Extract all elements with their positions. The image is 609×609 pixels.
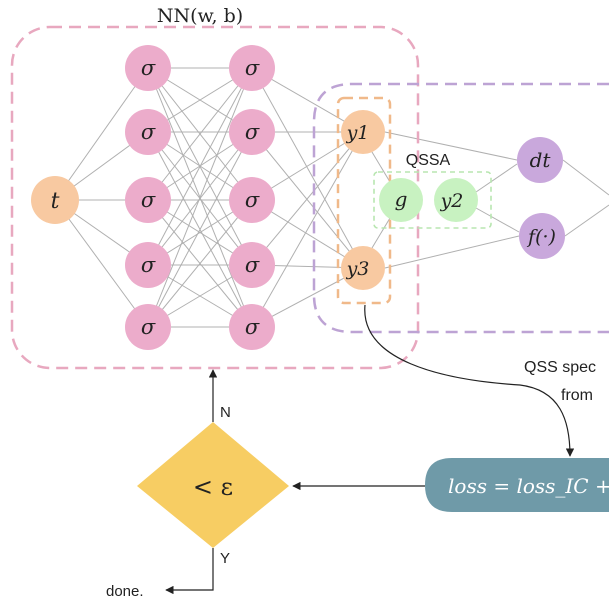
hidden-layer-1: σ σ σ σ σ [125, 45, 171, 350]
qss-note-line1: QSS spec [524, 359, 596, 376]
edge [564, 204, 609, 237]
svg-text:f(·): f(·) [526, 226, 556, 248]
decision-diamond: < ε [137, 422, 289, 548]
f-node: f(·) [519, 213, 565, 259]
edge [54, 67, 149, 201]
input-node: t [31, 176, 79, 224]
sigma-node: σ [229, 177, 275, 223]
edge [251, 131, 364, 328]
sigma-node: σ [229, 109, 275, 155]
loss-label: loss = loss_IC + [448, 474, 609, 498]
edge [371, 217, 391, 249]
sigma-node: σ [125, 304, 171, 350]
qssa-node-g: g [379, 178, 423, 222]
sigma-node: σ [125, 45, 171, 91]
edge [54, 199, 149, 328]
svg-text:σ: σ [141, 315, 156, 339]
svg-text:y2: y2 [440, 190, 464, 212]
edge [384, 235, 520, 269]
edge [251, 67, 364, 269]
no-label: N [220, 404, 231, 421]
edge [384, 131, 518, 161]
edge [147, 67, 253, 328]
sigma-node: σ [229, 304, 275, 350]
svg-text:σ: σ [141, 253, 156, 277]
output-node-y3: y3 [341, 246, 385, 290]
edge [147, 199, 253, 328]
decision-label: < ε [193, 473, 233, 501]
curved-arrow [364, 304, 575, 457]
edge [251, 131, 364, 266]
physics-box [312, 82, 609, 334]
svg-text:y1: y1 [346, 122, 370, 144]
loss-box: loss = loss_IC + [425, 458, 609, 512]
svg-text:t: t [51, 189, 60, 214]
sigma-node: σ [125, 242, 171, 288]
svg-text:σ: σ [141, 188, 156, 212]
edge [475, 207, 520, 233]
output-box [336, 96, 392, 305]
sigma-node: σ [229, 242, 275, 288]
svg-text:σ: σ [245, 120, 260, 144]
svg-text:y3: y3 [346, 258, 370, 280]
edge [251, 131, 364, 269]
svg-text:g: g [395, 187, 408, 211]
svg-text:σ: σ [245, 253, 260, 277]
qss-note-line2: from [561, 387, 593, 404]
edge [562, 159, 609, 196]
svg-text:σ: σ [141, 56, 156, 80]
edge [147, 131, 253, 328]
done-label: done. [106, 583, 144, 600]
svg-text:σ: σ [245, 315, 260, 339]
hidden-layer-2: σ σ σ σ σ [229, 45, 275, 350]
sigma-node: σ [125, 109, 171, 155]
nn-box-title: NN(w, b) [157, 5, 243, 27]
qssa-title: QSSA [406, 152, 451, 169]
sigma-node: σ [229, 45, 275, 91]
yes-label: Y [220, 550, 230, 567]
edge [371, 151, 391, 183]
yes-arrow [165, 548, 214, 595]
output-node-y1: y1 [341, 110, 385, 154]
qssa-node-y2: y2 [434, 178, 478, 222]
sigma-node: σ [125, 177, 171, 223]
edge [475, 163, 518, 193]
edge [147, 67, 253, 201]
dt-node: dt [517, 137, 563, 183]
svg-text:σ: σ [245, 188, 260, 212]
edge [147, 67, 253, 266]
svg-text:σ: σ [245, 56, 260, 80]
svg-text:σ: σ [141, 120, 156, 144]
svg-text:dt: dt [530, 148, 552, 172]
qssa-box [373, 171, 492, 229]
